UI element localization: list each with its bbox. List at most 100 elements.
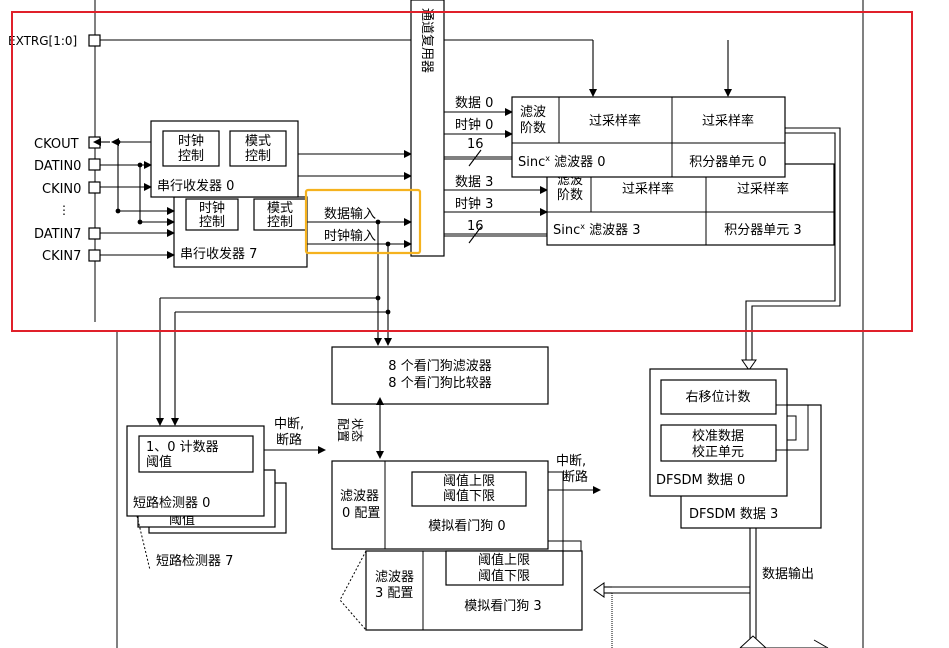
f0-oversample1: 过采样率 [589,113,641,129]
pin-extrg-label: EXTRG[1:0] [8,34,77,48]
transceiver-0-mode-ctrl [229,130,287,167]
f0-integrator: 积分器单元 0 [689,155,766,170]
f3-oversample1: 过采样率 [622,181,674,197]
dot-ckout [115,139,121,145]
f0-order-l2: 阶数 [520,121,546,136]
pin-ckin0-label: CKIN0 [42,182,81,197]
data-input-label: 数据输入 [324,206,376,222]
dot-sc-1 [375,295,381,301]
awd3-high: 阈值上限 [478,552,530,568]
bottom-bus-arrow-r [813,639,829,648]
interrupt2-l1: 中断, [556,454,586,469]
t0-clock-l1: 时钟 [178,133,204,149]
status-label: 状态 [350,418,364,442]
pin-datin7 [88,227,101,240]
f3-oversample2: 过采样率 [737,181,789,197]
t7-clock-l1: 时钟 [199,200,225,216]
sc-counter: 1、0 计数器 [146,440,219,455]
bus-data0: 数据 0 [455,96,493,111]
short-circuit-0-title: 短路检测器 0 [133,495,210,511]
watchdog-box [331,346,549,405]
interrupt2-l2: 断路 [562,469,588,485]
awd3-threshold-box [445,550,564,586]
awd0-low: 阈值下限 [443,488,495,504]
pin-ckin0 [88,181,101,194]
filter-out-arrow [741,359,757,371]
highlight-orange [304,188,422,255]
pin-ckin7 [88,249,101,262]
t7-mode-l1: 模式 [267,201,293,216]
bus-clock3: 时钟 3 [455,196,493,212]
transceiver-0-title: 串行收发器 0 [157,178,234,194]
pin-dots: ⋮ [58,203,70,217]
awd-stack-2 [548,540,582,551]
awd-dash [339,550,367,631]
f0-sinc: Sincx 滤波器 0 [518,154,606,170]
pin-ckin7-label: CKIN7 [42,249,81,264]
f3-integrator: 积分器单元 3 [724,223,801,238]
dfsdm-data-0-title: DFSDM 数据 0 [656,473,745,488]
filter-0 [511,96,786,178]
bus-16-3: 16 [467,219,484,234]
t0-mode-l2: 控制 [245,149,271,164]
bus-data3: 数据 3 [455,175,493,190]
calib-box [660,424,777,462]
transceiver-0-clock-ctrl [162,130,220,167]
awd3-cfg-l1: 滤波器 [375,570,414,585]
awd0-cfg-l2: 0 配置 [342,506,380,521]
dot-datin-b [137,219,143,225]
awd0-title: 模拟看门狗 0 [428,518,505,534]
shift-count: 右移位计数 [685,390,750,405]
t0-clock-l2: 控制 [178,149,204,164]
bottom-bus-arrow [739,635,826,648]
highlight-red [11,11,913,332]
t7-mode-l2: 控制 [267,215,293,230]
awd3-title: 模拟看门狗 3 [464,598,541,614]
feedback-arrow [593,582,605,598]
reg-stack-b [787,415,797,441]
awd0-cfg-l1: 滤波器 [340,489,379,504]
pin-ckout-label: CKOUT [34,137,79,152]
bus-16-0-slash [468,149,482,167]
awd-stack-1 [548,471,564,551]
bus-clock0: 时钟 0 [455,117,493,133]
transceiver-7-title: 串行收发器 7 [180,246,257,262]
watchdog-l1: 8 个看门狗滤波器 [388,358,491,374]
sc-counter-box [138,435,254,473]
interrupt1-l1: 中断, [274,417,304,432]
calib-l2: 校正单元 [692,444,744,460]
pin-datin0 [88,158,101,171]
clock-input-label: 时钟输入 [324,228,376,244]
bus-16-3-slash [468,226,482,244]
pin-ckout [88,136,101,149]
watchdog-l2: 8 个看门狗比较器 [388,375,491,391]
f3-sinc: Sincx 滤波器 3 [553,222,641,238]
awd3-cfg-l2: 3 配置 [375,586,413,601]
dot-ckout-b [115,208,121,214]
sc-dash-line [136,515,151,571]
f0-order-l1: 滤波 [520,105,546,120]
bus-16-0: 16 [467,137,484,152]
dot-data-in [375,219,381,225]
dot-datin0 [137,162,143,168]
t7-clock-l2: 控制 [199,215,225,230]
shift-count-box [660,379,777,415]
awd3-low: 阈值下限 [478,568,530,584]
sc-threshold: 阈值 [146,454,172,470]
pin-datin0-label: DATIN0 [34,159,81,174]
reg-stack-a [776,404,809,451]
short-circuit-7-title: 短路检测器 7 [156,553,233,569]
f3-order-l2: 阶数 [557,188,583,203]
t0-mode-l1: 模式 [245,134,271,149]
pin-extrg [88,34,101,47]
calib-l1: 校准数据 [692,428,744,444]
transceiver-7-clock-ctrl [185,198,239,231]
dot-sc-2 [385,309,391,315]
f0-oversample2: 过采样率 [702,113,754,129]
awd0-high: 阈值上限 [443,473,495,489]
channel-mux-label: 通道复用器 [419,8,434,73]
dfsdm-data-3-title: DFSDM 数据 3 [689,507,778,522]
dot-clock-in [385,241,391,247]
channel-mux [410,0,445,257]
